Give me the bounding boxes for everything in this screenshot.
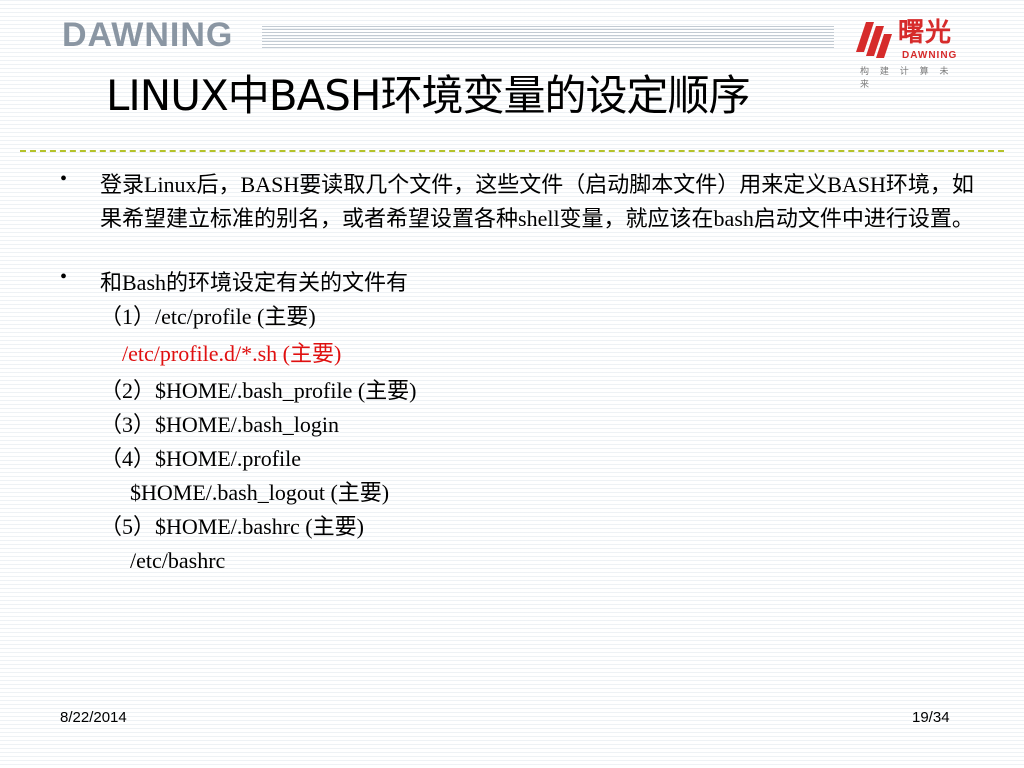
config-file-line: （4）$HOME/.profile bbox=[100, 446, 302, 471]
page-number: 19/34 bbox=[912, 709, 950, 726]
bullet-item: • 和Bash的环境设定有关的文件有 （1）/etc/profile (主要) … bbox=[58, 266, 988, 578]
config-file-line: （2）$HOME/.bash_profile (主要) bbox=[100, 378, 417, 403]
config-file-list: （1）/etc/profile (主要) /etc/profile.d/*.sh… bbox=[100, 300, 988, 578]
config-file-line: （1）/etc/profile (主要) bbox=[100, 304, 316, 329]
sugon-logo-cn: 曙光 bbox=[898, 18, 953, 48]
sugon-logo-en: DAWNING bbox=[902, 50, 958, 61]
bullet-dot: • bbox=[60, 168, 68, 190]
config-file-line-highlight: /etc/profile.d/*.sh (主要) bbox=[122, 341, 342, 366]
config-file-line: （3）$HOME/.bash_login bbox=[100, 412, 339, 437]
dawning-wordmark: DAWNING bbox=[62, 16, 234, 54]
bullet-item: • 登录Linux后，BASH要读取几个文件，这些文件（启动脚本文件）用来定义B… bbox=[58, 168, 988, 236]
config-file-line: /etc/bashrc bbox=[130, 548, 226, 573]
sugon-logo: 曙光 DAWNING 构 建 计 算 未 来 bbox=[852, 16, 964, 90]
config-file-line: （5）$HOME/.bashrc (主要) bbox=[100, 514, 364, 539]
title-divider bbox=[20, 150, 1004, 152]
bullet-text: 和Bash的环境设定有关的文件有 bbox=[100, 270, 409, 295]
bullet-text: 登录Linux后，BASH要读取几个文件，这些文件（启动脚本文件）用来定义BAS… bbox=[100, 172, 974, 231]
slide-title: LINUX中BASH环境变量的设定顺序 bbox=[106, 71, 751, 120]
bullet-dot: • bbox=[60, 266, 68, 288]
slide-body: • 登录Linux后，BASH要读取几个文件，这些文件（启动脚本文件）用来定义B… bbox=[58, 168, 988, 578]
sugon-logo-icon bbox=[856, 22, 892, 58]
header-stripes bbox=[262, 26, 834, 50]
config-file-line: $HOME/.bash_logout (主要) bbox=[130, 480, 390, 505]
sugon-logo-slogan: 构 建 计 算 未 来 bbox=[860, 67, 953, 90]
footer-date: 8/22/2014 bbox=[60, 709, 127, 726]
